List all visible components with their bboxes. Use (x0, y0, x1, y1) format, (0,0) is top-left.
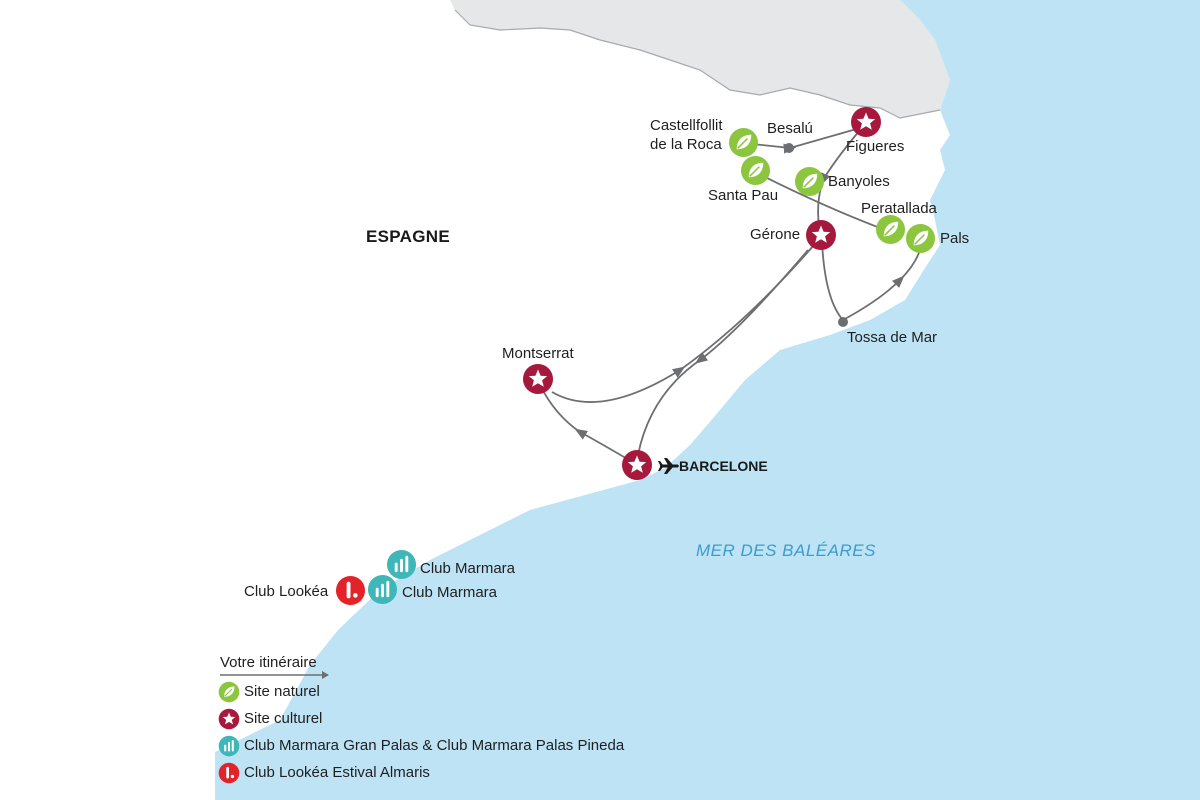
border-line (454, 9, 941, 119)
tossa-dot (838, 317, 848, 327)
figueres-label: Figueres (846, 138, 905, 155)
marmara-logo-icon (218, 735, 240, 757)
sea-label: MER DES BALÉARES (696, 541, 876, 560)
legend-title: Votre itinéraire (220, 654, 317, 671)
santa-pau-marker[interactable] (740, 155, 771, 186)
peratallada-label: Peratallada (861, 200, 937, 217)
route-barcelone-montserrat (539, 384, 637, 465)
legend-route-arrow (322, 671, 329, 679)
country-label: ESPAGNE (366, 227, 450, 246)
gerone-marker[interactable] (806, 220, 836, 250)
castellfollit-marker[interactable] (728, 127, 759, 158)
besalu-dot (784, 143, 794, 153)
peratallada-marker[interactable] (875, 214, 906, 245)
tossa-label: Tossa de Mar (847, 329, 938, 346)
route-tossa-pals (842, 249, 921, 321)
sea-area (215, 0, 1200, 800)
legend-item-marmara: Club Marmara Gran Palas & Club Marmara P… (218, 735, 624, 757)
pals-marker[interactable] (905, 223, 936, 254)
legend-label-cultural: Site culturel (244, 710, 323, 727)
legend-item-natural: Site naturel (218, 681, 320, 703)
club-marmara-1-label: Club Marmara (420, 560, 516, 577)
club-marmara-2-marker[interactable] (367, 574, 398, 605)
legend-item-cultural: Site culturel (218, 708, 322, 730)
airplane-icon (658, 458, 679, 474)
montserrat-marker[interactable] (523, 364, 553, 394)
club-marmara-1-marker[interactable] (386, 549, 417, 580)
club-lookea-label: Club Lookéa (244, 583, 329, 600)
banyoles-label: Banyoles (828, 173, 890, 190)
gerone-label: Gérone (750, 226, 801, 243)
banyoles-marker[interactable] (794, 166, 825, 197)
castellfollit-label-line2: de la Roca (650, 136, 722, 153)
legend-item-lookea: Club Lookéa Estival Almaris (218, 762, 430, 784)
legend-label-marmara: Club Marmara Gran Palas & Club Marmara P… (244, 737, 625, 754)
figueres-marker[interactable] (851, 107, 881, 137)
santa-pau-label: Santa Pau (708, 187, 779, 204)
route-gerone-tossa (821, 241, 844, 321)
legend-label-natural: Site naturel (244, 683, 320, 700)
besalu-label: Besalú (767, 120, 813, 137)
lookea-logo-icon (218, 762, 240, 784)
star-icon (218, 708, 240, 730)
castellfollit-label-line1: Castellfollit (650, 117, 723, 134)
france-area (450, 0, 950, 118)
barcelone-label: BARCELONE (679, 458, 768, 474)
club-marmara-2-label: Club Marmara (402, 584, 498, 601)
club-lookea-marker[interactable] (335, 575, 366, 606)
pals-label: Pals (940, 230, 970, 247)
legend-label-lookea: Club Lookéa Estival Almaris (244, 764, 430, 781)
route-gerone-barcelone (637, 249, 809, 456)
leaf-icon (218, 681, 240, 703)
montserrat-label: Montserrat (502, 345, 574, 362)
barcelone-marker[interactable] (622, 450, 652, 480)
